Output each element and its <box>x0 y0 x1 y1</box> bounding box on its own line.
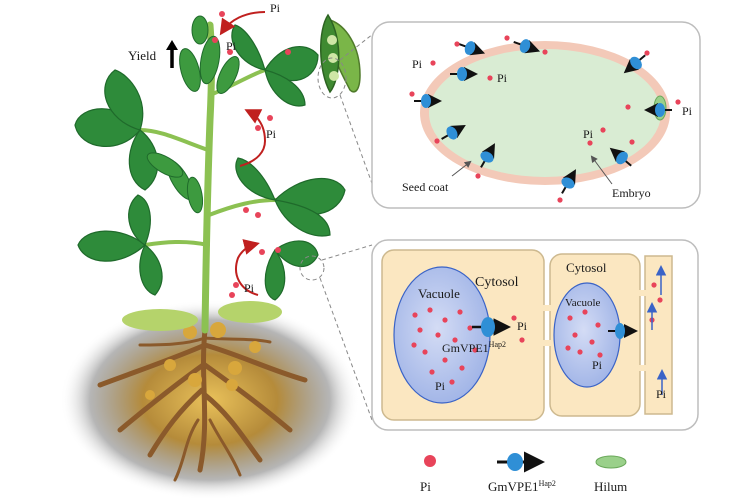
transporter-icon <box>561 169 576 194</box>
up-arrow-icon <box>166 40 178 68</box>
transporter-icon <box>441 125 466 140</box>
seed-coat-label: Seed coat <box>402 180 449 194</box>
leaf-icon <box>235 157 276 201</box>
transporter-icon <box>472 317 511 337</box>
embryo-label: Embryo <box>612 186 651 200</box>
plant-pi-label: Pi <box>226 39 237 53</box>
seed-pod-large <box>320 13 361 94</box>
leaf-icon <box>264 69 306 107</box>
seed-pi-label: Pi <box>412 57 423 71</box>
seed-pod-icon <box>216 56 240 94</box>
plant-pi-label: Pi <box>244 281 255 295</box>
legend-transporter-label: GmVPE1Hap2 <box>488 479 556 494</box>
seed-pod-icon <box>186 176 204 214</box>
seed-pod-icon <box>179 48 201 92</box>
seed-pod-icon <box>146 152 184 178</box>
transporter-icon <box>644 103 672 117</box>
cytosol-left-label: Cytosol <box>475 275 519 290</box>
leaf-icon <box>274 199 331 237</box>
cell-pi-label: Pi <box>517 319 528 333</box>
transporter-icon <box>623 54 646 74</box>
cell-pi-label: Pi <box>435 379 446 393</box>
leaf-icon <box>274 240 319 267</box>
vacuole-pi-dots <box>411 282 663 385</box>
leaf-icon <box>104 69 144 131</box>
seed-panel: Pi Pi Pi Pi Seed coat Embryo <box>371 21 701 209</box>
vacuole-left-label: Vacuole <box>418 286 460 301</box>
seed-transporters <box>414 39 672 194</box>
transporter-icon <box>497 451 545 473</box>
cotyledon-left <box>122 309 198 331</box>
cell-pi-label: Pi <box>656 387 667 401</box>
vacuole-right-label: Vacuole <box>565 297 601 309</box>
plant-pi-dots <box>212 11 291 298</box>
seed-pod-icon <box>199 35 221 85</box>
cell-panel: Cytosol Cytosol Vacuole Vacuole GmVPE1Ha… <box>371 239 699 431</box>
seed-pi-label: Pi <box>497 71 508 85</box>
leaf-icon <box>139 244 163 296</box>
transporter-icon <box>480 143 495 168</box>
root-nodules <box>145 322 261 400</box>
transporter-icon <box>513 39 541 54</box>
seed-coat-pointer <box>451 160 472 177</box>
plant-illustration: Yield Pi Pi Pi Pi <box>60 1 361 500</box>
transporter-icon <box>609 147 632 167</box>
roots <box>97 327 308 482</box>
seed-pi-label: Pi <box>682 104 693 118</box>
leaves <box>74 24 346 301</box>
transporter-label: GmVPE1Hap2 <box>442 340 506 355</box>
leaf-icon <box>264 248 286 301</box>
pi-translocation-arrows <box>219 11 267 296</box>
pods <box>146 15 240 214</box>
seed-pod-icon <box>191 15 209 45</box>
plant-pi-label: Pi <box>266 127 277 141</box>
cytosol-right-label: Cytosol <box>566 260 607 275</box>
seed-pi-label: Pi <box>583 127 594 141</box>
transporter-icon <box>608 323 638 339</box>
leaf-icon <box>128 194 151 246</box>
transporter-icon <box>450 67 478 81</box>
legend: Pi GmVPE1Hap2 Hilum <box>420 451 627 494</box>
transporter-icon <box>458 41 486 56</box>
plasmodesmata <box>540 290 650 371</box>
pi-dot-icon <box>424 455 436 467</box>
embryo-pointer <box>590 155 613 185</box>
legend-pi-label: Pi <box>420 479 431 494</box>
tube-arrows <box>646 265 668 395</box>
plant-pi-label: Pi <box>270 1 281 15</box>
leaf-icon <box>77 230 146 262</box>
yield-label: Yield <box>128 48 157 63</box>
seed-pi-dots <box>409 35 681 203</box>
transporter-icon <box>414 94 442 108</box>
hilum-icon <box>595 455 627 469</box>
cell-transporters <box>472 317 638 339</box>
leaf-icon <box>128 129 159 191</box>
legend-hilum-label: Hilum <box>594 479 627 494</box>
cotyledon-right <box>218 301 282 323</box>
cell-pi-label: Pi <box>592 358 603 372</box>
